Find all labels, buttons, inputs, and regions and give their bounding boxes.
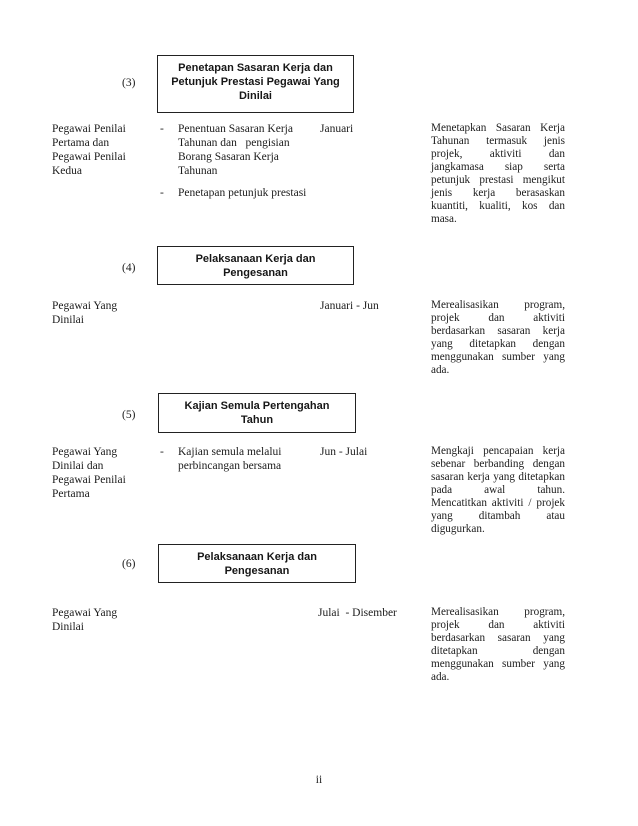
activity-text: Penetapan petunjuk prestasi xyxy=(178,187,307,199)
step-title: Kajian Semula Pertengahan Tahun xyxy=(184,400,330,426)
responsible-officers: Pegawai Yang Dinilai xyxy=(52,300,118,326)
step-number: (4) xyxy=(122,262,136,274)
step-title: Penetapan Sasaran Kerja dan Petunjuk Pre… xyxy=(171,62,340,102)
activities-list: - Kajian semula melalui perbincangan ber… xyxy=(160,445,316,473)
activity-item: - Penetapan petunjuk prestasi xyxy=(160,186,316,200)
step-description: Mengkaji pencapaian kerja sebenar berban… xyxy=(431,445,565,535)
bullet-dash: - xyxy=(160,446,164,458)
responsible-officers: Pegawai Penilai Pertama dan Pegawai Peni… xyxy=(52,123,126,177)
page-number: ii xyxy=(315,774,323,786)
activity-item: - Penentuan Sasaran Kerja Tahunan dan pe… xyxy=(160,122,316,178)
bullet-dash: - xyxy=(160,123,164,135)
time-period: Julai - Disember xyxy=(318,607,397,619)
time-period: Januari - Jun xyxy=(320,300,379,312)
step-number: (6) xyxy=(122,558,136,570)
step-title: Pelaksanaan Kerja dan Pengesanan xyxy=(195,253,316,279)
step-description: Menetapkan Sasaran Kerja Tahunan termasu… xyxy=(431,122,565,225)
bullet-dash: - xyxy=(160,187,164,199)
step-description: Merealisasikan program, projek dan aktiv… xyxy=(431,299,565,376)
time-period: Jun - Julai xyxy=(320,446,368,458)
step-title-box: Pelaksanaan Kerja dan Pengesanan xyxy=(157,246,354,285)
step-title: Pelaksanaan Kerja dan Pengesanan xyxy=(197,551,317,577)
activity-item: - Kajian semula melalui perbincangan ber… xyxy=(160,445,316,473)
activities-list: - Penentuan Sasaran Kerja Tahunan dan pe… xyxy=(160,122,316,200)
step-description: Merealisasikan program, projek dan aktiv… xyxy=(431,606,565,683)
time-period: Januari xyxy=(320,123,354,135)
step-number: (3) xyxy=(122,77,136,89)
activity-text: Penentuan Sasaran Kerja Tahunan dan peng… xyxy=(178,123,293,177)
step-title-box: Kajian Semula Pertengahan Tahun xyxy=(158,393,356,433)
responsible-officers: Pegawai Yang Dinilai xyxy=(52,607,118,633)
step-title-box: Pelaksanaan Kerja dan Pengesanan xyxy=(158,544,356,583)
step-number: (5) xyxy=(122,409,136,421)
step-title-box: Penetapan Sasaran Kerja dan Petunjuk Pre… xyxy=(157,55,354,113)
activity-text: Kajian semula melalui perbincangan bersa… xyxy=(178,446,282,472)
responsible-officers: Pegawai Yang Dinilai dan Pegawai Penilai… xyxy=(52,446,126,500)
